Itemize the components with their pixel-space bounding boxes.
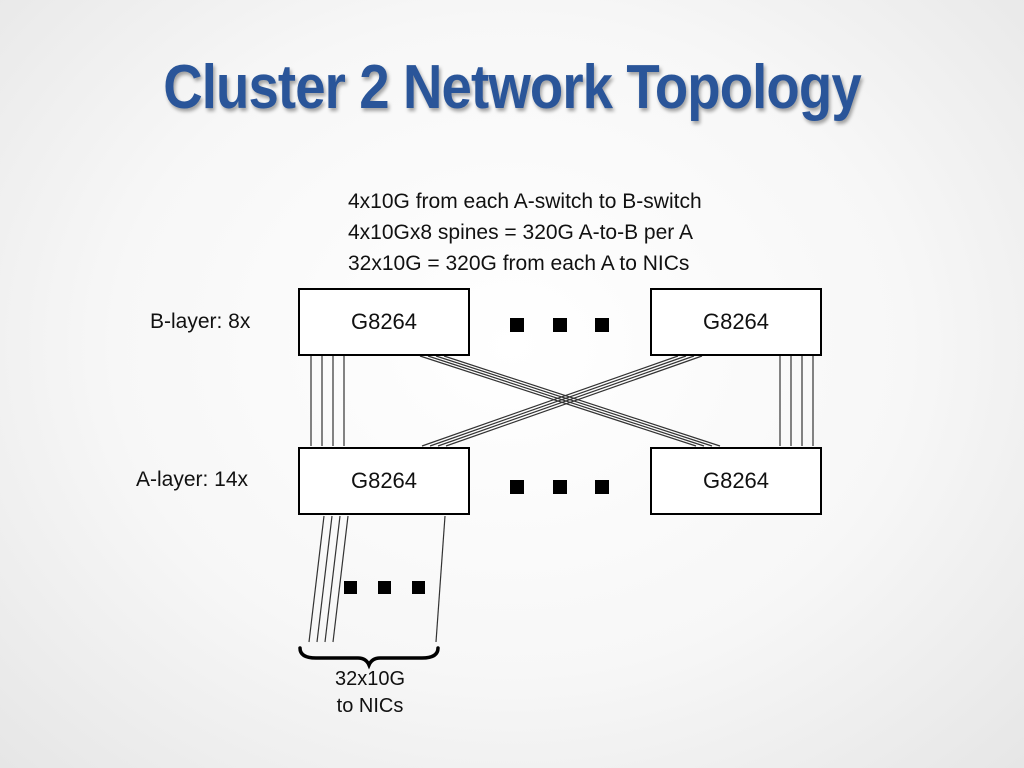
nic-label-line-2: to NICs [336,695,404,717]
a-layer-label: A-layer: 14x [136,468,249,491]
b-layer-switch-right: G8264 [650,288,822,356]
slide-title: Cluster 2 Network Topology [163,53,861,122]
nic-brace [298,646,440,670]
switch-model: G8264 [350,468,418,493]
switch-model: G8264 [702,468,770,493]
b-layer-ellipsis [510,318,609,332]
b-layer-switch-left: G8264 [298,288,470,356]
right-vertical-links [779,356,814,446]
switch-model: G8264 [702,309,770,334]
nic-links [308,515,446,643]
nic-label-line-1: 32x10G [334,668,406,690]
cross-links-b-left-to-a-right [419,355,721,447]
left-vertical-links [310,356,345,446]
a-layer-switch-left: G8264 [298,447,470,515]
a-layer-switch-right: G8264 [650,447,822,515]
cross-links-b-right-to-a-left [421,355,703,447]
b-layer-label: B-layer: 8x [150,310,251,333]
note-line-1: 4x10G from each A-switch to B-switch [348,190,702,213]
link-capacity-notes: 4x10G from each A-switch to B-switch 4x1… [348,186,702,279]
nic-links-ellipsis [344,581,425,594]
note-line-3: 32x10G = 320G from each A to NICs [348,252,690,275]
note-line-2: 4x10Gx8 spines = 320G A-to-B per A [348,221,693,244]
switch-model: G8264 [350,309,418,334]
nic-link-label: 32x10G to NICs [300,666,440,720]
a-layer-ellipsis [510,480,609,494]
